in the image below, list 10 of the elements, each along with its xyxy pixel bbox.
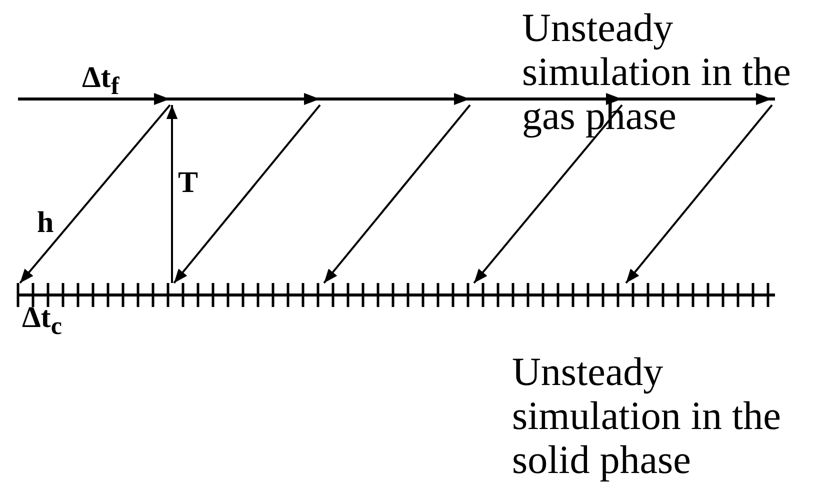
time-step-label: Δt$_{c}$ (22, 302, 62, 342)
phase-caption: Unsteady simulation in the solid phase (512, 350, 782, 482)
arrow (323, 104, 471, 284)
arrow (625, 104, 773, 284)
arrow (166, 105, 178, 283)
arrow (473, 104, 623, 284)
arrow (173, 104, 321, 284)
time-step-label: Δt$_{f}$ (82, 62, 120, 102)
ticked-timeline (18, 283, 775, 307)
arrow (19, 104, 171, 284)
